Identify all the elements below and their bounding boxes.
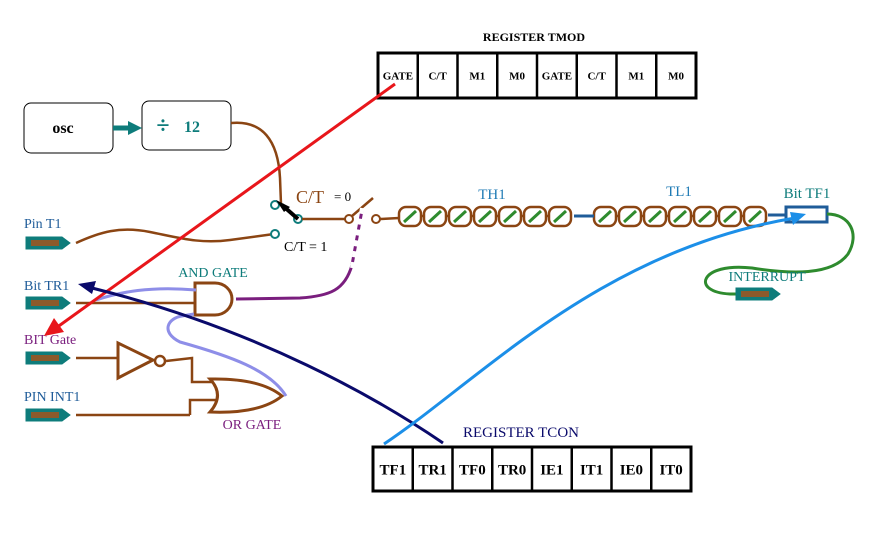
counter-bit-slash [527,209,543,224]
bit-tr1-connector [25,296,71,310]
pin-t1-label: Pin T1 [24,217,61,232]
counter-bit-slash [452,209,468,224]
ct-switch [270,200,345,239]
switch-arrow-icon [276,200,290,212]
or-gate-label: OR GATE [223,418,282,433]
tmod-register: REGISTER TMOD GATE C/T M1 M0 GATE C/T M1 M0 [376,30,698,100]
run-switch [344,197,400,224]
not-gate [116,340,167,381]
counter-bit-slash [622,209,638,224]
counter-bit-slash [502,209,518,224]
counter-bit-slash [722,209,738,224]
counter-bit-slash [552,209,568,224]
tl1-label: TL1 [666,184,692,200]
pin-int1-label: PIN INT1 [24,390,80,405]
tr1-bit-arrow [78,281,444,445]
osc-label: osc [52,120,73,137]
interrupt-wire [704,212,855,296]
run-switch-contact-b [371,214,381,224]
tcon-cell-tf1: TF1 [380,462,407,478]
not-gate-icon [116,340,157,381]
red-arrow-head-icon [44,318,64,336]
counter-bit-slash [672,209,688,224]
tmod-cell-m1: M1 [469,70,485,82]
run-switch-contact-a [344,214,354,224]
divider-to-switch-wire [230,121,283,205]
and-gate: AND GATE [178,266,248,317]
pin-t1-wire [75,228,275,245]
counter-bit-slash [647,209,663,224]
th1-label: TH1 [478,187,506,203]
bit-gate-label: BIT Gate [24,333,76,348]
pin-icon [31,300,59,306]
not-bubble-icon [153,354,167,368]
tcon-cell-ie1: IE1 [540,462,563,478]
tl1-register [592,205,768,228]
pin-icon [31,240,59,246]
tmod-cell-gate: GATE [542,70,572,82]
tcon-title: REGISTER TCON [463,425,579,441]
tf1-bit: Bit TF1 [784,186,831,224]
pin-t1-connector [25,236,71,250]
tmod-cell-m0: M0 [509,70,525,82]
pin-icon [31,412,59,418]
tr1-lavender-wire [95,287,197,302]
osc-to-divider-arrow [113,121,142,135]
divider-box [141,100,232,151]
tcon-cell-tr0: TR0 [498,462,526,478]
and-gate-label: AND GATE [178,266,248,281]
tcon-cell-it1: IT1 [580,462,603,478]
ct-eq0-label: = 0 [334,189,351,204]
divider-block: ÷ 12 [141,100,232,151]
bit-tf1-label: Bit TF1 [784,186,831,202]
tf1-bit-arrow [383,212,806,446]
pin-icon [741,291,769,297]
or-gate: OR GATE [206,377,285,433]
pin-int1-connector [25,408,71,422]
counter-bit-slash [697,209,713,224]
ct-label: C/T [296,187,324,207]
tmod-cell-m1: M1 [628,70,644,82]
tcon-register: REGISTER TCON TF1 TR1 TF0 TR0 IE1 IT1 IE0 IT0 [371,425,693,493]
blue-arrow-head-icon [790,212,806,225]
counter-bit-slash [477,209,493,224]
tcon-cell-it0: IT0 [659,462,682,478]
counter-bit-slash [402,209,418,224]
ct-eq1-label: C/T = 1 [284,240,327,255]
gate-bit-arrow [44,82,396,336]
interrupt-connector [735,287,781,301]
tmod-cell-gate: GATE [383,70,413,82]
tcon-cell-tr1: TR1 [418,462,446,478]
counter-bit-slash [427,209,443,224]
bit-tr1-label: Bit TR1 [24,279,69,294]
navy-arrow-head-icon [78,281,96,294]
tmod-cell-m0: M0 [668,70,684,82]
divider-value: 12 [184,119,200,136]
interrupt-label: INTERRUPT [729,270,806,285]
osc-block: osc [23,102,114,154]
or-gate-icon [206,377,285,414]
switch-contact-0 [270,200,280,210]
counter-bit-slash [597,209,613,224]
counter-bit-slash [747,209,763,224]
not-to-or-wire [165,356,215,384]
switch-contact-1 [270,229,280,239]
tcon-cell-ie0: IE0 [620,462,643,478]
tmod-cell-ct: C/T [428,70,447,82]
tmod-title: REGISTER TMOD [483,30,585,44]
and-gate-icon [193,281,234,317]
pin-icon [31,355,59,361]
or-to-and-wire [166,312,288,397]
run-switch-blade [351,197,374,217]
tcon-cell-tf0: TF0 [459,462,486,478]
tmod-cell-ct: C/T [587,70,606,82]
arrow-head-icon [128,121,142,135]
bit-gate-connector [25,351,71,365]
th1-register [397,205,573,228]
divide-icon: ÷ [156,113,169,139]
